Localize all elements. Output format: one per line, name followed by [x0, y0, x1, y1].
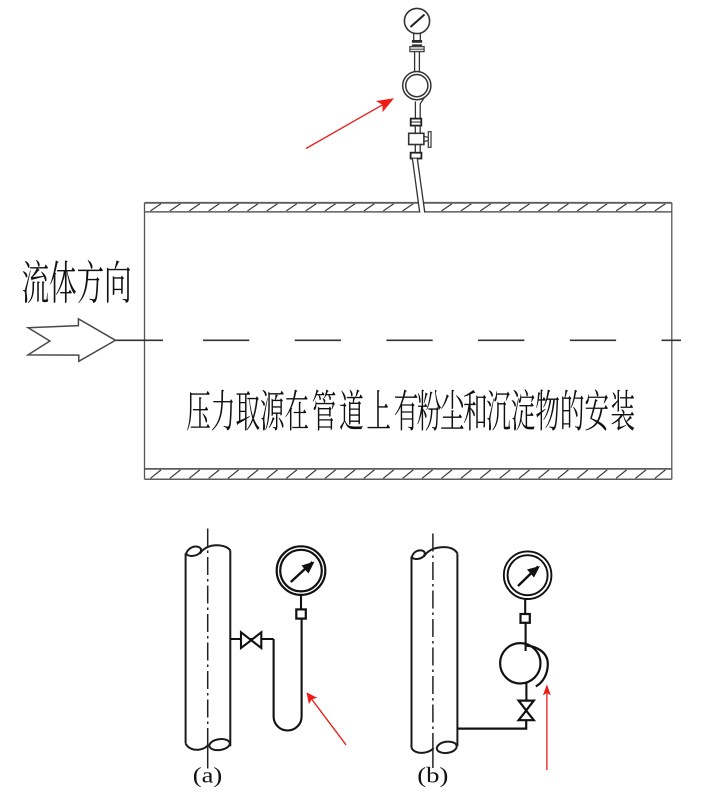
svg-text:(b): (b) [417, 763, 448, 788]
svg-text:(a): (a) [193, 763, 223, 788]
